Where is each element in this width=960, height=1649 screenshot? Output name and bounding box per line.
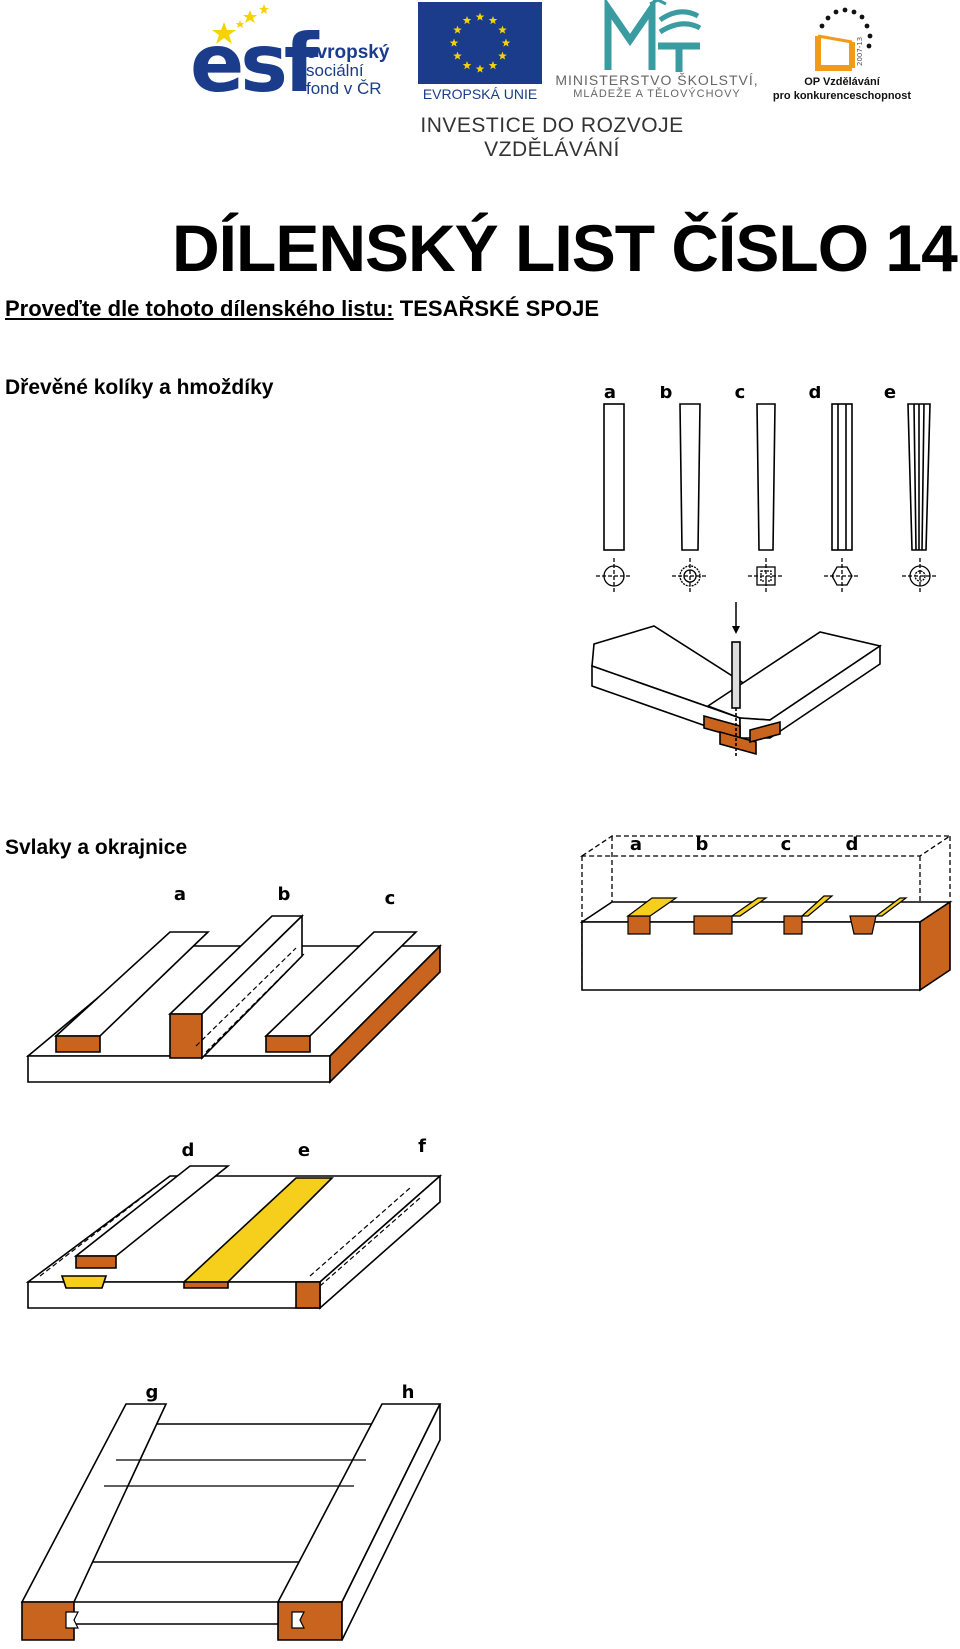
eu-label: EVROPSKÁ UNIE bbox=[422, 86, 538, 102]
dowel-a bbox=[603, 403, 625, 551]
eu-star-icon bbox=[498, 25, 507, 34]
subtitle: Proveďte dle tohoto dílenského listu: TE… bbox=[5, 296, 599, 322]
op-seal-icon: 2007-13 bbox=[815, 7, 873, 71]
esf-line-3: fond v ČR bbox=[306, 79, 382, 98]
esf-star-icon bbox=[212, 4, 269, 44]
esf-line-1: evropský bbox=[306, 42, 390, 63]
eu-star-icon bbox=[488, 16, 498, 25]
esf-line-2: sociální bbox=[306, 61, 364, 80]
esf-mark: esf bbox=[190, 17, 319, 110]
corner-joint bbox=[591, 625, 882, 756]
figure-label-a: a bbox=[630, 834, 642, 855]
figure-label-d: d bbox=[809, 386, 822, 403]
section-heading-dowels: Dřevěné kolíky a hmoždíky bbox=[5, 376, 274, 399]
dowel-types-figure: a b c d e bbox=[591, 386, 938, 756]
eu-star-icon bbox=[453, 51, 462, 60]
figure-label-h: h bbox=[402, 1382, 415, 1403]
groove-box-figure: a b c d bbox=[580, 834, 953, 992]
figure-label-b: b bbox=[278, 884, 291, 905]
eu-star-icon bbox=[462, 16, 472, 25]
investice-tagline: INVESTICE DO ROZVOJE VZDĚLÁVÁNÍ bbox=[420, 114, 684, 161]
page-title: DÍLENSKÝ LIST ČÍSLO 14 bbox=[172, 211, 958, 285]
figure-label-e: e bbox=[884, 386, 896, 403]
subtitle-prefix: Proveďte dle tohoto dílenského listu: bbox=[5, 296, 394, 321]
dowel-b bbox=[679, 403, 701, 551]
section-b bbox=[672, 558, 708, 594]
figure-label-c: c bbox=[781, 834, 792, 855]
eu-star-icon bbox=[501, 38, 511, 47]
section-e bbox=[902, 558, 938, 594]
eu-flag-icon bbox=[418, 2, 542, 84]
eu-logo: EVROPSKÁ UNIE bbox=[418, 2, 542, 104]
op-seal-text: 2007-13 bbox=[856, 37, 864, 66]
section-d bbox=[824, 558, 860, 594]
esf-logo: esf evropský sociální fond v ČR bbox=[190, 0, 412, 110]
msmt-logo: MINISTERSTVO ŠKOLSTVÍ, MLÁDEŽE A TĚLOVÝC… bbox=[552, 0, 762, 104]
eu-star-icon bbox=[475, 64, 485, 73]
msmt-line-2: MLÁDEŽE A TĚLOVÝCHOVY bbox=[573, 88, 741, 100]
batten-panel-abc: a b c bbox=[25, 884, 442, 1084]
logo-bar: esf evropský sociální fond v ČR EVROPSKÁ… bbox=[0, 0, 960, 161]
figure-label-a: a bbox=[604, 386, 616, 403]
eu-star-icon bbox=[488, 61, 498, 70]
dowel-c bbox=[756, 403, 776, 551]
subtitle-topic: TESAŘSKÉ SPOJE bbox=[399, 296, 600, 321]
eu-star-icon bbox=[449, 38, 459, 47]
figure-label-b: b bbox=[696, 834, 709, 855]
eu-star-icon bbox=[462, 61, 472, 70]
esf-text: evropský sociální fond v ČR bbox=[306, 42, 390, 98]
figure-label-c: c bbox=[735, 386, 746, 403]
section-c bbox=[748, 558, 784, 594]
op-line-2: pro konkurenceschopnost bbox=[772, 90, 912, 102]
figure-label-a: a bbox=[174, 884, 186, 905]
figure-label-c: c bbox=[385, 888, 396, 909]
eu-star-icon bbox=[498, 51, 507, 60]
figure-label-e: e bbox=[298, 1140, 310, 1161]
dowel-d bbox=[831, 403, 853, 551]
figure-label-b: b bbox=[660, 386, 673, 403]
section-heading-grooves: Svlaky a okrajnice bbox=[5, 836, 188, 859]
section-a bbox=[596, 558, 632, 594]
msmt-line-1: MINISTERSTVO ŠKOLSTVÍ, bbox=[555, 72, 759, 88]
msmt-mark-icon bbox=[604, 0, 702, 72]
eu-star-icon bbox=[453, 25, 462, 34]
figure-label-g: g bbox=[146, 1382, 159, 1403]
figure-label-f: f bbox=[418, 1136, 426, 1157]
eu-star-icon bbox=[475, 12, 485, 21]
batten-panel-def: d e f bbox=[25, 1136, 443, 1310]
op-line-1: OP Vzdělávání bbox=[804, 76, 880, 88]
figure-label-d: d bbox=[846, 834, 859, 855]
op-logo: 2007-13 OP Vzdělávání pro konkurencescho… bbox=[772, 2, 912, 106]
arrow-icon bbox=[732, 602, 740, 634]
figure-label-d: d bbox=[182, 1140, 195, 1161]
